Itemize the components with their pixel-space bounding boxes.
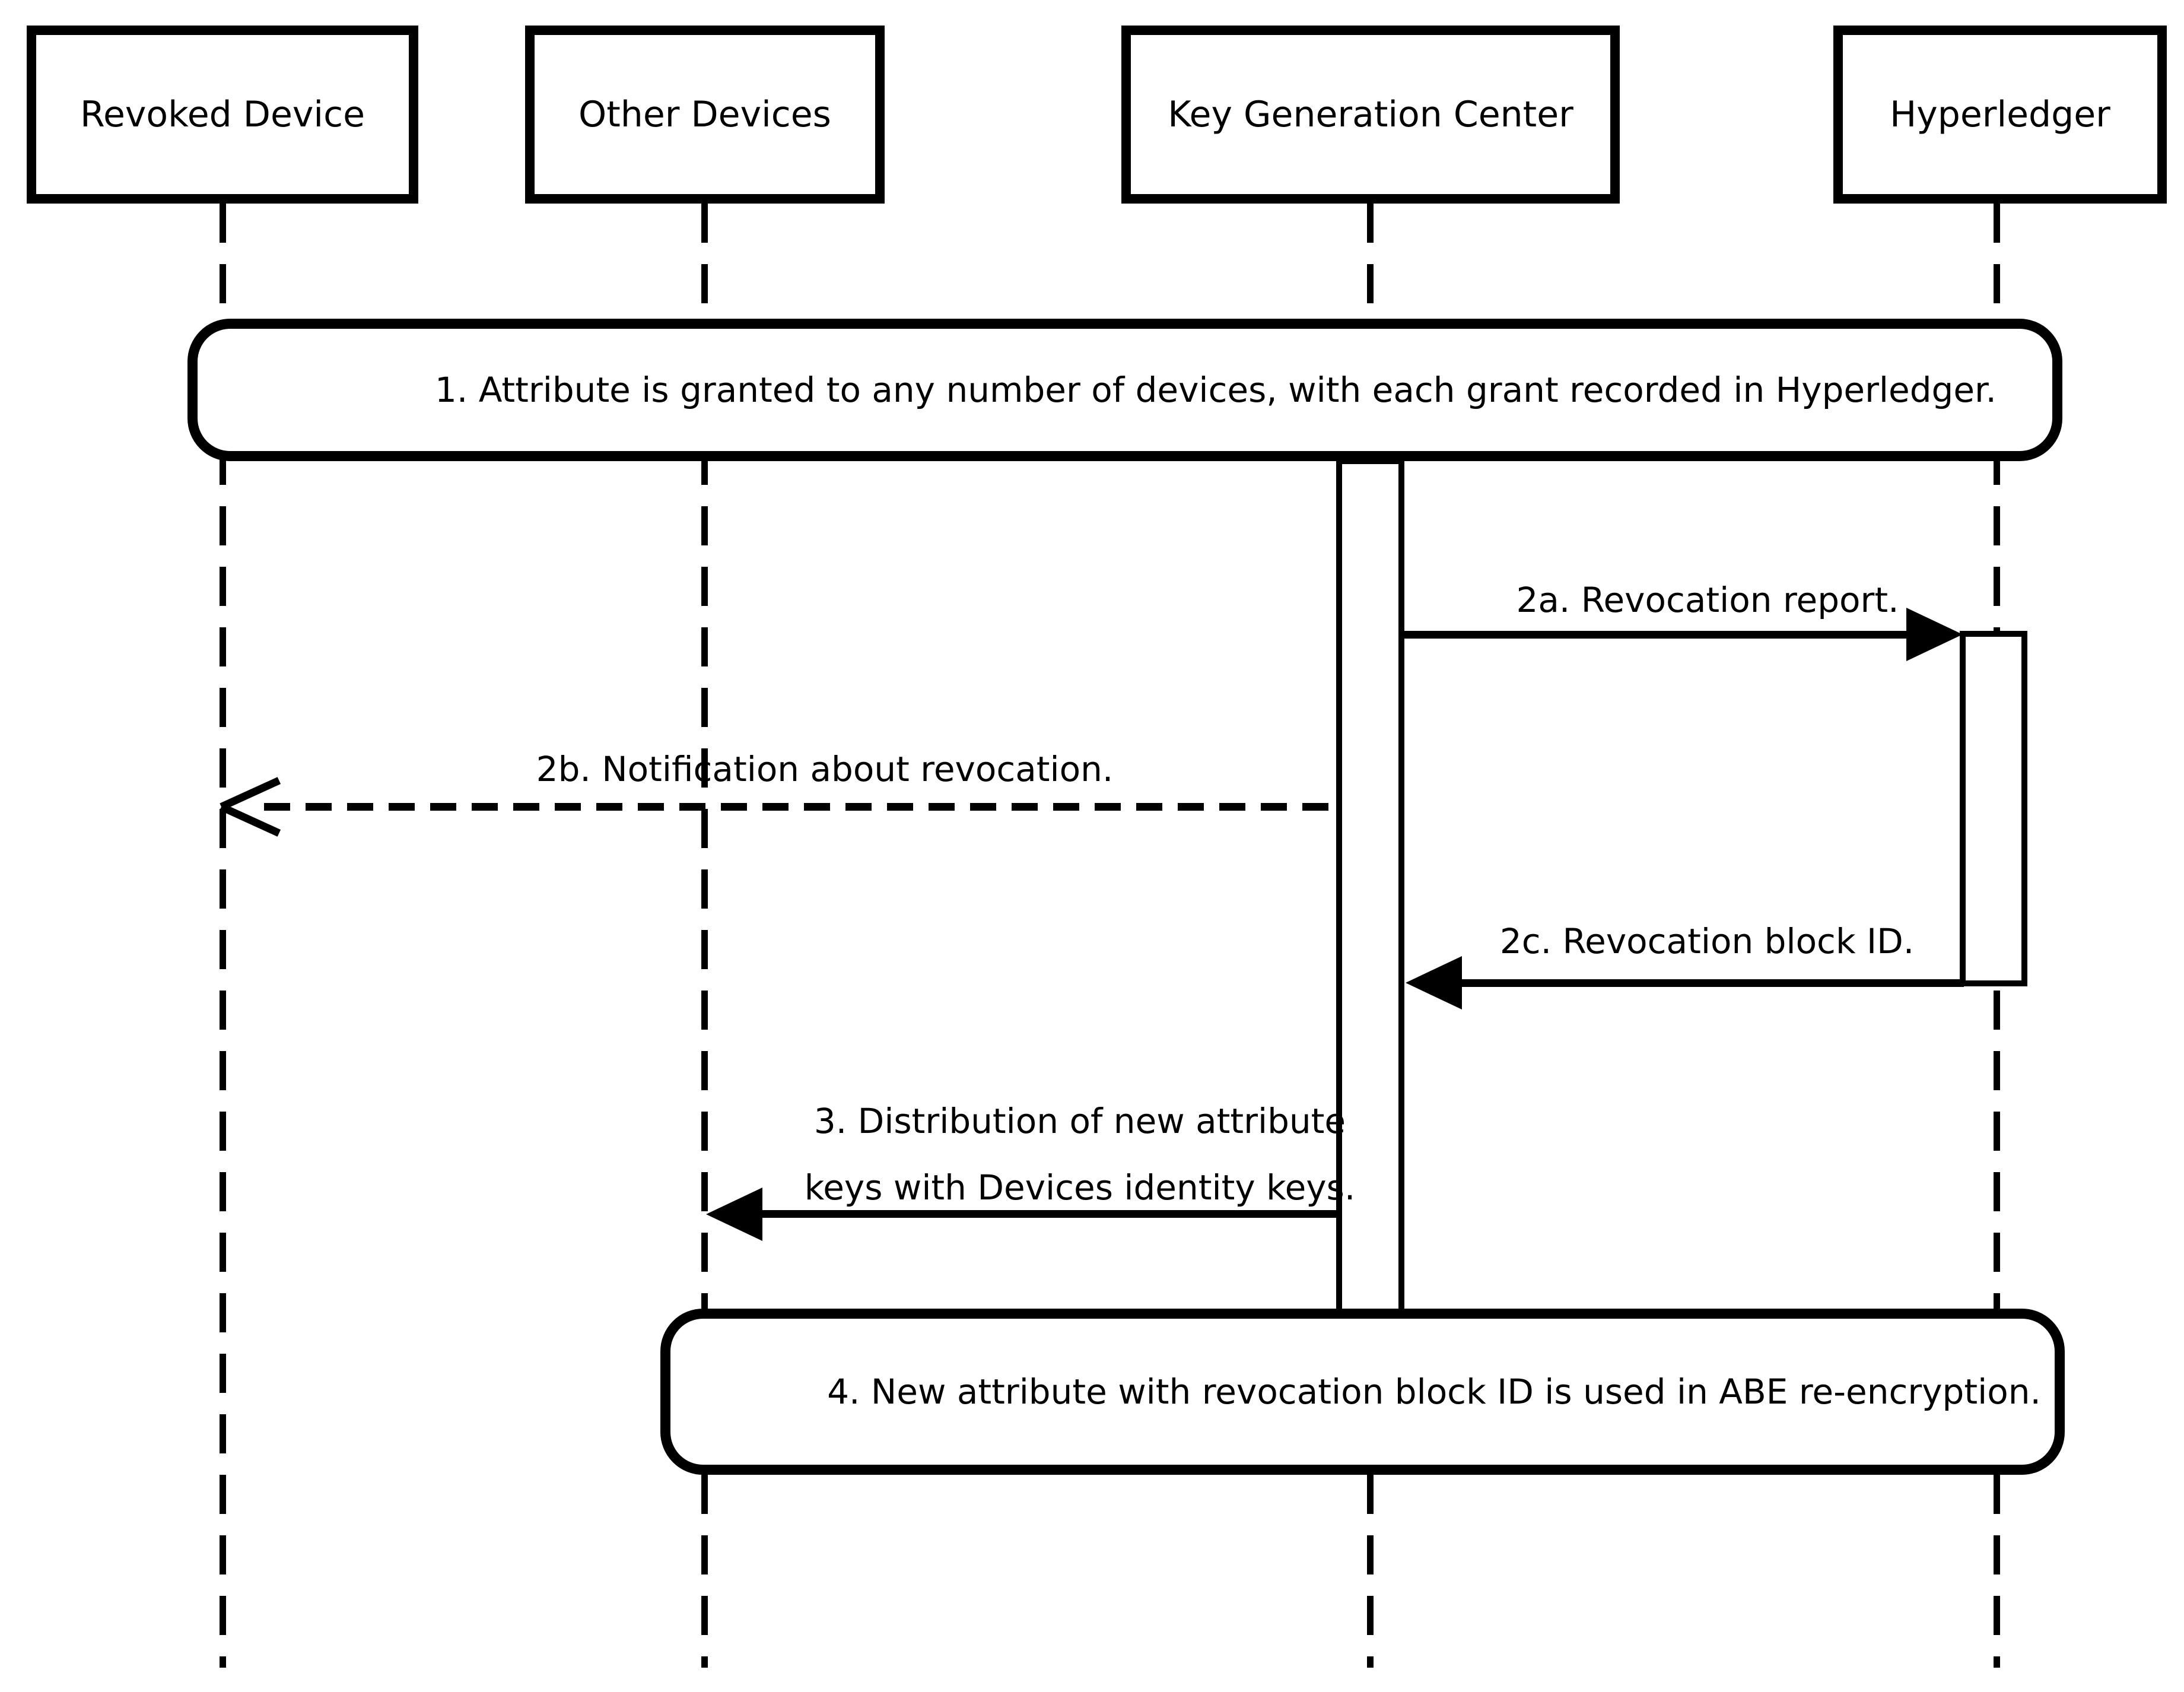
note-step-4: 4. New attribute with revocation block I… (660, 1309, 2065, 1475)
message-2c-arrowhead (1406, 956, 1462, 1010)
activation-bar-hyperledger (1960, 631, 2027, 986)
message-3-arrowhead (706, 1188, 762, 1241)
note-step-1-text: 1. Attribute is granted to any number of… (434, 370, 1997, 410)
message-2a-line (1401, 631, 1909, 639)
message-3-label: 3. Distribution of new attribute keys wi… (804, 1101, 1356, 1208)
note-step-4-text: 4. New attribute with revocation block I… (827, 1372, 2041, 1412)
message-2b-label: 2b. Notification about revocation. (536, 749, 1114, 789)
lifeline-revoked-device (220, 204, 226, 1668)
actor-label-revoked-device: Revoked Device (80, 94, 365, 135)
message-2c-label: 2c. Revocation block ID. (1499, 921, 1915, 961)
message-2b-line (264, 803, 1340, 811)
actor-label-hyperledger: Hyperledger (1890, 94, 2110, 135)
actor-box-hyperledger: Hyperledger (1833, 26, 2167, 204)
actor-label-key-generation-center: Key Generation Center (1168, 94, 1573, 135)
lifeline-other-devices (701, 204, 708, 1668)
message-2c-line (1460, 979, 1964, 987)
message-2a-arrowhead (1906, 608, 1963, 661)
actor-box-key-generation-center: Key Generation Center (1121, 26, 1620, 204)
note-step-1: 1. Attribute is granted to any number of… (187, 319, 2062, 461)
actor-label-other-devices: Other Devices (578, 94, 831, 135)
message-2a-label: 2a. Revocation report. (1516, 580, 1899, 620)
actor-box-other-devices: Other Devices (525, 26, 885, 204)
message-3-line (761, 1210, 1340, 1218)
actor-box-revoked-device: Revoked Device (27, 26, 418, 204)
